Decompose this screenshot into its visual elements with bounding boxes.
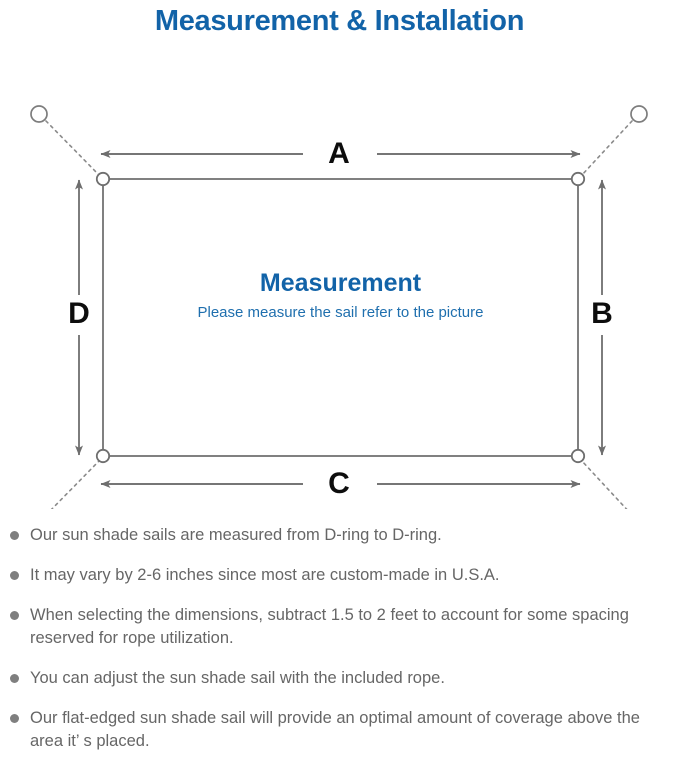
rope-lines [45,120,633,509]
rope-top-left [45,120,101,177]
note-item: You can adjust the sun shade sail with t… [0,667,679,690]
note-text: When selecting the dimensions, subtract … [30,606,629,647]
bullet-icon [10,531,19,540]
rope-top-right [580,120,633,177]
bullet-icon [10,611,19,620]
notes-list: Our sun shade sails are measured from D-… [0,524,679,770]
rope-bottom-right [580,459,628,509]
dimension-label-b: B [583,297,621,331]
note-item: Our flat-edged sun shade sail will provi… [0,707,679,753]
bullet-icon [10,571,19,580]
d-rings [95,171,586,464]
note-item: When selecting the dimensions, subtract … [0,604,679,650]
bullet-icon [10,714,19,723]
note-item: Our sun shade sails are measured from D-… [0,524,679,547]
rope-bottom-left [50,459,101,509]
diagram-center-subtext: Please measure the sail refer to the pic… [197,304,484,321]
d-ring-bottom-right-icon [570,448,586,464]
bullet-icon [10,674,19,683]
d-ring-bottom-left-icon [95,448,111,464]
note-text: It may vary by 2-6 inches since most are… [30,566,500,584]
sail-rectangle [102,178,579,457]
diagram-center-heading: Measurement [259,269,422,297]
anchor-top-right-icon [630,105,648,123]
dimension-label-c: C [305,467,373,501]
anchor-circles [30,105,648,123]
diagram-canvas [30,105,648,509]
note-item: It may vary by 2-6 inches since most are… [0,564,679,587]
diagram-center-caption: Measurement Please measure the sail refe… [103,267,578,324]
d-ring-top-left-icon [95,171,111,187]
note-text: Our flat-edged sun shade sail will provi… [30,709,640,750]
dimension-arrows [75,150,606,488]
measurement-diagram: A C D B Measurement Please measure the s… [0,39,679,509]
d-ring-top-right-icon [570,171,586,187]
anchor-top-left-icon [30,105,48,123]
note-text: You can adjust the sun shade sail with t… [30,669,445,687]
note-text: Our sun shade sails are measured from D-… [30,526,442,544]
page-title: Measurement & Installation [154,5,525,37]
dimension-label-d: D [60,297,98,331]
dimension-label-a: A [305,137,373,171]
